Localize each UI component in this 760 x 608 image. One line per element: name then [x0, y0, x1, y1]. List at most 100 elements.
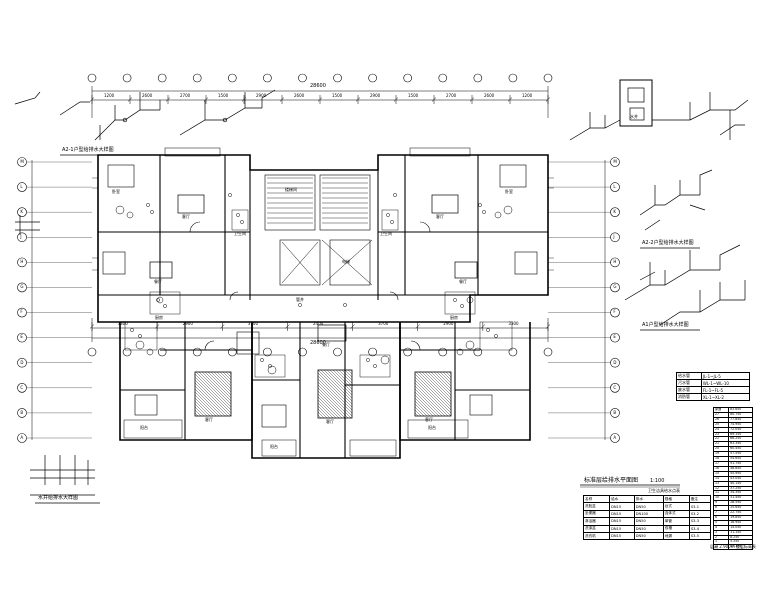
legend-cell: FL-1~FL-5 — [700, 386, 751, 394]
grid-row-label: M — [613, 158, 617, 164]
grid-bubble-top — [403, 73, 412, 83]
grid-bubble — [17, 157, 27, 167]
grid-bubble-bottom — [228, 347, 237, 357]
schedule-cell: S3-3 — [688, 517, 712, 526]
grid-bubble-top — [263, 73, 272, 83]
room-label-stair: 楼梯间 — [285, 187, 297, 192]
grid-bubble-bottom — [543, 347, 553, 357]
schedule-cell: 给水 — [609, 494, 635, 504]
schedule-cell: 双槽 — [662, 524, 690, 533]
grid-bubble-top — [508, 73, 518, 83]
grid-row-label: M — [20, 158, 24, 164]
grid-bubble-bottom — [333, 347, 342, 357]
main-plan-title: 标准层给排水平面图 — [584, 477, 639, 484]
legend-cell: XL-1~XL-2 — [700, 393, 751, 401]
schedule-cell: 坐便器 — [582, 509, 611, 519]
axon-well — [30, 455, 95, 496]
room-label-kitchen-2: 厨房 — [450, 315, 458, 320]
dimension-top-total: 28600 — [310, 83, 326, 89]
grid-row-label: G — [20, 284, 24, 290]
grid-row-label: A — [613, 434, 617, 440]
schedule-cell: 连体式 — [662, 509, 690, 519]
grid-row-label: H — [20, 259, 24, 265]
schedule-cell: 淋浴器 — [582, 517, 611, 526]
dim-bottom-2: 3700 — [247, 321, 259, 326]
grid-row-label: F — [20, 309, 23, 315]
room-label-living-3: 客厅 — [205, 417, 213, 422]
schedule-cell: DN50 — [633, 502, 664, 511]
dim-bottom-3: 2400 — [313, 321, 324, 326]
grid-bubble-top — [298, 73, 307, 83]
room-label-dining-1: 餐厅 — [154, 279, 162, 284]
dim-top-5: 2600 — [294, 93, 305, 98]
dim-top-2: 2700 — [180, 93, 191, 98]
grid-bubble-top — [192, 73, 202, 83]
schedule-cell: S3-4 — [688, 524, 712, 533]
grid-bubble — [610, 232, 620, 243]
legend-cell: 废水管 — [676, 386, 702, 394]
grid-row-label: D — [20, 359, 24, 365]
axon-a1 — [624, 244, 746, 326]
grid-row-label: B — [613, 409, 617, 415]
grid-row-label: B — [20, 409, 24, 415]
grid-bubble — [17, 357, 27, 368]
grid-bubble-bottom — [263, 347, 272, 357]
dim-top-11: 1200 — [522, 93, 533, 98]
grid-row-label: C — [20, 384, 24, 390]
room-label-balcony-1: 阳台 — [140, 425, 148, 430]
schedule-cell: 洗衣机 — [582, 531, 611, 541]
grid-bubble — [17, 307, 27, 318]
dim-bottom-0: 3300 — [117, 321, 128, 326]
main-plan-scale: 1:100 — [650, 478, 665, 484]
room-label-kitchen-1: 厨房 — [155, 315, 163, 320]
schedule-cell: DN50 — [633, 531, 664, 541]
grid-bubble-bottom — [403, 347, 412, 357]
axon-a2-2 — [569, 79, 749, 141]
grid-row-label: L — [613, 183, 616, 189]
room-label-balcony-3: 阳台 — [270, 444, 278, 449]
room-label-living-1: 客厅 — [182, 214, 190, 219]
floor-cell: -1 — [712, 544, 730, 551]
schedule-cell: DN15 — [609, 531, 635, 541]
schedule-cell: DN50 — [633, 524, 664, 533]
a1-axon-title: A1户型给排水大样图 — [642, 322, 689, 328]
grid-bubble-top — [228, 73, 237, 83]
dimension-sides — [31, 160, 606, 440]
dim-top-9: 2700 — [446, 93, 457, 98]
axon-a2-2-detail — [639, 169, 713, 231]
dim-top-0: 1200 — [104, 93, 115, 98]
grid-axis-bubbles — [17, 157, 620, 443]
legend-cell: WL-1~WL-10 — [700, 379, 751, 387]
grid-row-label: G — [613, 284, 617, 290]
grid-bubble-top — [122, 73, 132, 83]
schedule-cell: 排水 — [633, 494, 664, 504]
grid-bubble — [17, 282, 27, 293]
grid-row-label: J — [613, 234, 615, 240]
grid-bubble — [17, 383, 27, 393]
grid-bubble-bottom — [368, 347, 377, 357]
schedule-cell: DN15 — [609, 509, 635, 519]
schedule-cell: 备注 — [688, 494, 712, 504]
grid-bubble-bottom — [122, 347, 132, 357]
room-label-shaft: 管井 — [296, 297, 304, 302]
floor-cell: ±0.000 — [728, 544, 753, 551]
grid-row-label: J — [20, 234, 22, 240]
room-label-living-4: 客厅 — [425, 417, 433, 422]
dimension-top-ticks — [89, 95, 551, 104]
floor-table-note: 层高 2.900m 楼层标高表 — [710, 544, 756, 549]
grid-bubble-bottom — [87, 347, 97, 357]
room-label-bath-1: 卫生间 — [234, 231, 246, 236]
grid-bubble-top — [333, 73, 342, 83]
legend-cell: 消防管 — [676, 393, 702, 401]
dim-top-1: 2600 — [142, 93, 153, 98]
grid-row-label: L — [20, 183, 23, 189]
grid-bubble — [17, 408, 27, 418]
grid-bubble — [17, 182, 27, 192]
grid-row-label: E — [613, 334, 616, 340]
legend-cell: 给水管 — [676, 372, 702, 380]
grid-row-label: F — [613, 309, 616, 315]
dim-top-8: 1500 — [408, 93, 419, 98]
schedule-cell: DN100 — [633, 509, 664, 519]
